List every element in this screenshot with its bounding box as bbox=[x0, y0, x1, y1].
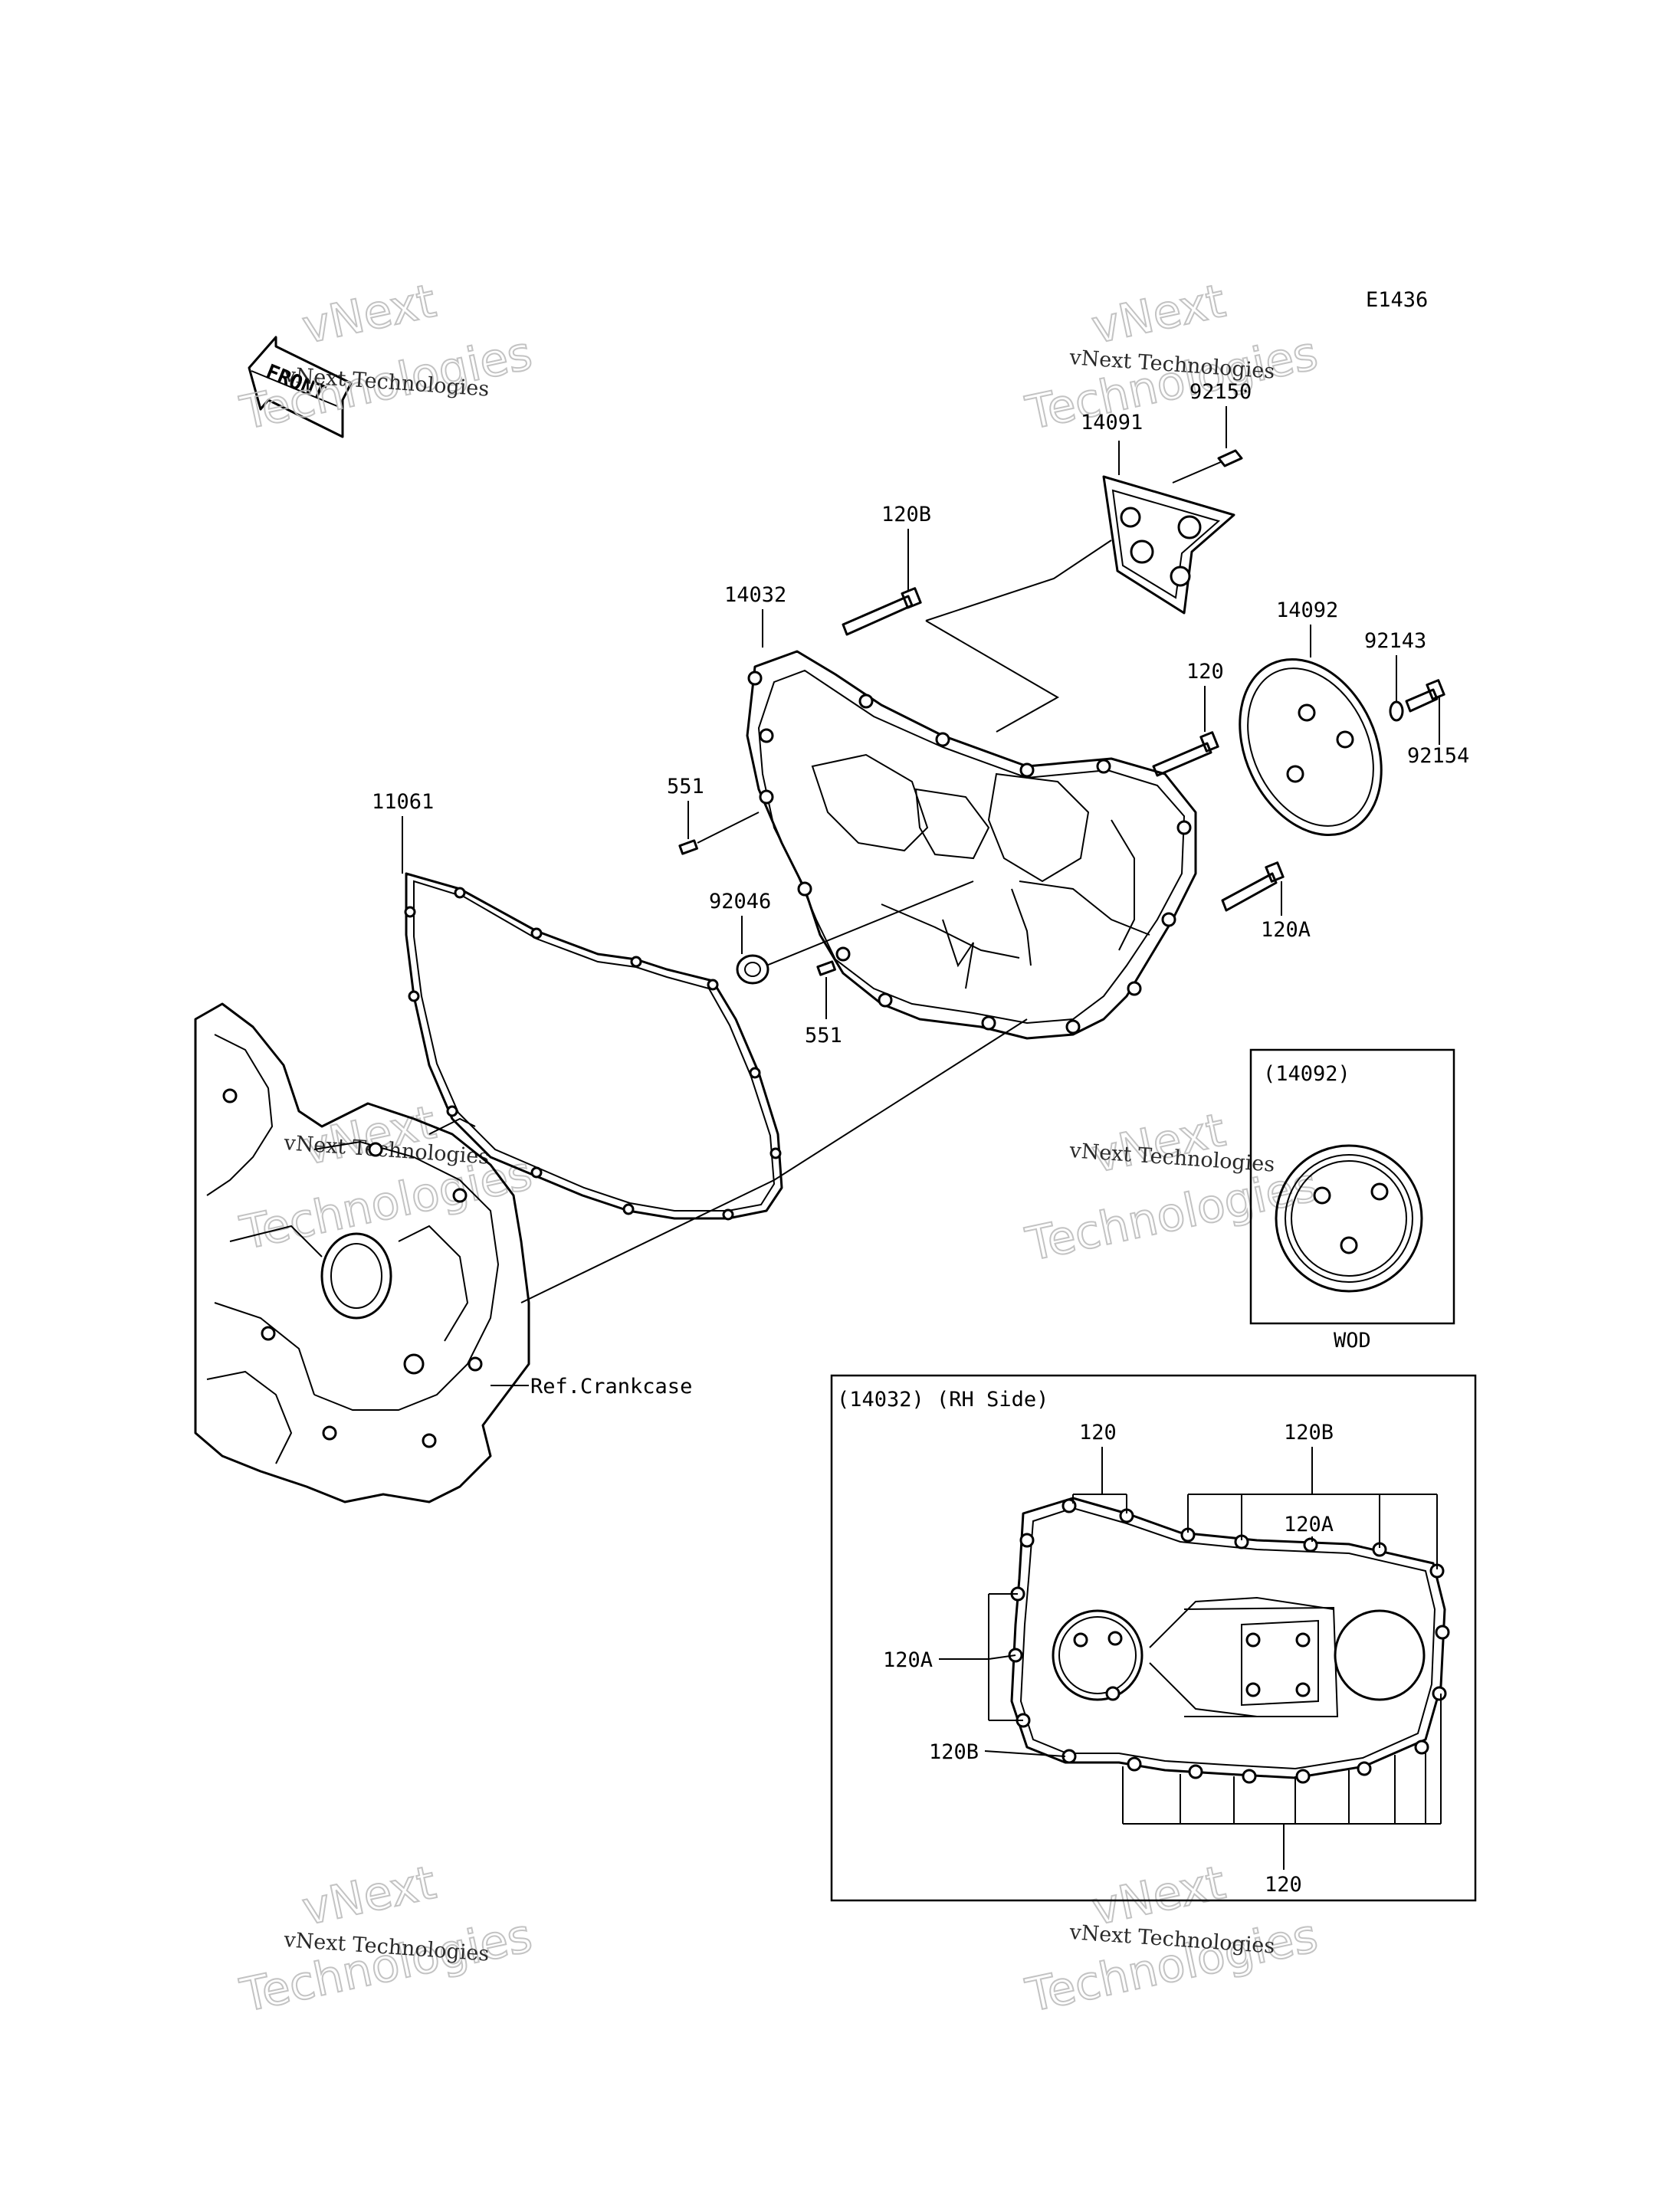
inset-wod: (14092) WOD bbox=[1249, 1048, 1455, 1353]
svg-text:Technologies: Technologies bbox=[236, 1146, 537, 1261]
part-14032-clutch-cover bbox=[746, 650, 1197, 1040]
inset-label-120-bottom: 120 bbox=[1265, 1873, 1302, 1897]
inset-rh-side: (14032) (RH Side) bbox=[830, 1374, 1477, 1902]
inset-wod-caption: WOD bbox=[1334, 1329, 1371, 1353]
crankcase-reference bbox=[194, 1002, 530, 1503]
part-92150-bolt bbox=[1172, 449, 1243, 484]
callout-92143: 92143 bbox=[1364, 629, 1426, 653]
part-92154-bolt bbox=[1405, 679, 1445, 713]
callout-92154: 92154 bbox=[1407, 744, 1469, 768]
diagram-code: E1436 bbox=[1366, 288, 1428, 312]
inset-label-120A-left: 120A bbox=[883, 1648, 933, 1672]
inset-label-120B-left: 120B bbox=[929, 1740, 979, 1764]
inset-wod-title: (14092) bbox=[1263, 1062, 1350, 1086]
callout-92150: 92150 bbox=[1189, 380, 1252, 404]
part-551-dowel-top bbox=[678, 839, 698, 855]
inset-label-120A-top: 120A bbox=[1284, 1513, 1334, 1536]
part-11061-gasket bbox=[404, 872, 783, 1221]
part-120B-bolt bbox=[842, 587, 922, 636]
part-551-dowel-bottom bbox=[816, 960, 836, 976]
callout-92046: 92046 bbox=[709, 890, 771, 913]
callout-551-top: 551 bbox=[667, 775, 704, 798]
svg-text:vNext: vNext bbox=[298, 1856, 441, 1936]
callout-11061: 11061 bbox=[372, 790, 434, 814]
svg-text:Technologies: Technologies bbox=[236, 1909, 537, 2023]
inset-rh-title: (14032) (RH Side) bbox=[837, 1388, 1048, 1412]
part-14092-cap bbox=[1239, 657, 1383, 837]
svg-text:vNext: vNext bbox=[1088, 274, 1230, 355]
inset-label-120-top: 120 bbox=[1079, 1421, 1117, 1444]
callout-551-bottom: 551 bbox=[805, 1024, 842, 1048]
svg-text:Technologies: Technologies bbox=[1022, 1909, 1323, 2023]
callout-120A-mid: 120A bbox=[1261, 918, 1311, 942]
callout-14032: 14032 bbox=[724, 583, 786, 607]
part-120A-bolt bbox=[1221, 861, 1285, 912]
callout-14091: 14091 bbox=[1081, 411, 1143, 434]
svg-text:Technologies: Technologies bbox=[1022, 326, 1323, 441]
part-92143-washer bbox=[1389, 700, 1404, 722]
inset-label-120B-top: 120B bbox=[1284, 1421, 1334, 1444]
callout-14092: 14092 bbox=[1276, 598, 1338, 622]
callout-ref-crankcase: Ref.Crankcase bbox=[530, 1375, 692, 1399]
part-92046-seal bbox=[736, 954, 769, 985]
callout-120-mid: 120 bbox=[1186, 660, 1224, 684]
svg-text:vNext: vNext bbox=[298, 274, 441, 355]
part-14091-plate bbox=[1102, 475, 1235, 615]
part-120-bolt bbox=[1152, 731, 1219, 777]
callout-120B-top: 120B bbox=[881, 503, 931, 526]
